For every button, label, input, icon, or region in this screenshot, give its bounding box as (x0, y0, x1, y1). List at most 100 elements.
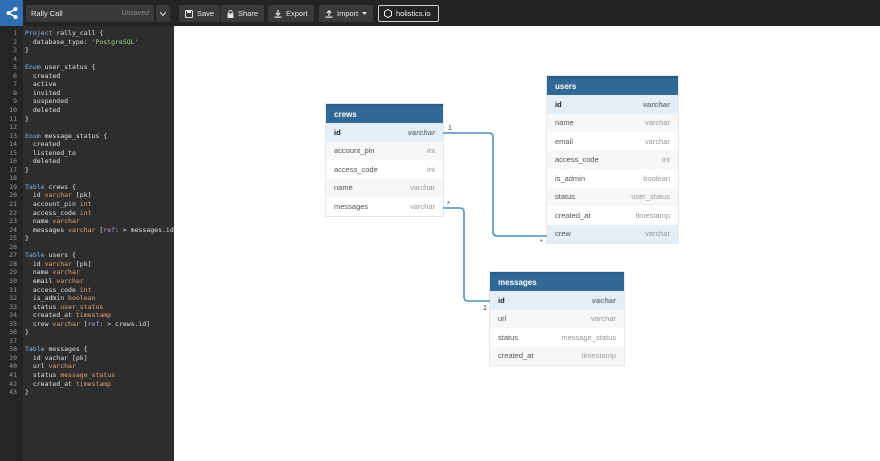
holistics-link-button[interactable]: holistics.io (378, 5, 439, 22)
line-number: 21 (9, 200, 17, 208)
table-title: users (547, 76, 678, 95)
line-number: 37 (9, 336, 17, 345)
line-number: 20 (9, 191, 17, 200)
code-line: created_at timestamp (25, 379, 112, 388)
project-name-field[interactable]: Rally Call Unsaved (26, 5, 154, 22)
line-number: 13 (9, 131, 17, 140)
code-line: } (25, 234, 29, 243)
code-line: database_type: 'PostgreSQL' (25, 37, 139, 46)
line-number: 29 (9, 268, 17, 277)
code-line: invited (25, 88, 61, 97)
column-name: id (498, 295, 505, 305)
table-row[interactable]: id vachar (490, 291, 624, 310)
code-line: deleted (25, 157, 61, 166)
line-number: 23 (9, 217, 17, 226)
line-number: 22 (9, 208, 17, 217)
project-dropdown-button[interactable] (156, 5, 170, 22)
code-line: Project rally_call { (25, 29, 104, 37)
column-type: int (427, 164, 435, 174)
table-row[interactable]: created_at timestamp (490, 346, 624, 365)
column-name: account_pin (334, 146, 375, 156)
code-line: id varchar [pk] (25, 191, 92, 200)
code-line: access_code int (25, 208, 92, 217)
line-number: 19 (9, 182, 17, 191)
export-label: Export (286, 9, 308, 18)
code-line: Table users { (25, 251, 76, 260)
column-name: created_at (555, 210, 591, 220)
code-line: } (25, 165, 29, 174)
import-label: Import (337, 9, 359, 18)
table-row[interactable]: id varchar (547, 95, 678, 114)
line-number: 16 (9, 157, 17, 166)
app-logo[interactable] (0, 0, 23, 26)
hexagon-logo-icon (384, 9, 392, 18)
column-name: url (498, 314, 507, 324)
import-button[interactable]: Import (319, 5, 374, 22)
column-type: int (662, 155, 670, 165)
code-line: Enum message_status { (25, 131, 108, 140)
code-line: } (25, 328, 29, 337)
line-number: 14 (9, 140, 17, 149)
code-editor[interactable]: Project rally_call { database_type: 'Pos… (23, 26, 174, 461)
column-type: vachar (591, 295, 616, 305)
code-line: url varchar (25, 362, 76, 371)
line-number: 25 (9, 234, 17, 243)
diagram-canvas[interactable] (174, 26, 880, 461)
download-icon (274, 9, 282, 18)
code-line: access_code int (25, 285, 92, 294)
line-number: 9 (13, 97, 17, 106)
code-line: created (25, 140, 61, 149)
export-button[interactable]: Export (268, 5, 314, 22)
column-type: varchar (409, 201, 435, 211)
table-title: crews (326, 104, 443, 123)
code-line: deleted (25, 105, 61, 114)
column-type: boolean (643, 173, 670, 183)
column-name: crew (555, 229, 571, 239)
top-toolbar: Rally Call Unsaved Save Share Export Imp… (0, 0, 880, 26)
code-line: created (25, 71, 61, 80)
code-line: name varchar (25, 217, 80, 226)
code-line: Table crews { (25, 182, 76, 191)
line-number: 33 (9, 302, 17, 311)
line-number: 35 (9, 319, 17, 328)
column-name: email (555, 136, 573, 146)
column-name: id (555, 99, 562, 109)
share-button[interactable]: Share (221, 5, 265, 22)
caret-down-icon (362, 12, 368, 15)
line-number: 43 (9, 388, 17, 397)
save-button[interactable]: Save (179, 5, 221, 22)
column-name: created_at (498, 351, 534, 361)
column-type: timestamp (581, 351, 616, 361)
column-type: varchar (642, 99, 670, 109)
line-number: 42 (9, 379, 17, 388)
code-line: id varchar [pk] (25, 259, 92, 268)
lock-icon (227, 9, 234, 18)
column-name: name (555, 118, 574, 128)
code-line: is_admin boolean (25, 294, 96, 303)
line-number: 34 (9, 311, 17, 320)
code-line: crew varchar [ref: > crews.id] (25, 319, 151, 328)
save-label: Save (197, 9, 215, 18)
line-number: 8 (13, 88, 17, 97)
line-number: 24 (9, 225, 17, 234)
line-number: 18 (9, 174, 17, 183)
